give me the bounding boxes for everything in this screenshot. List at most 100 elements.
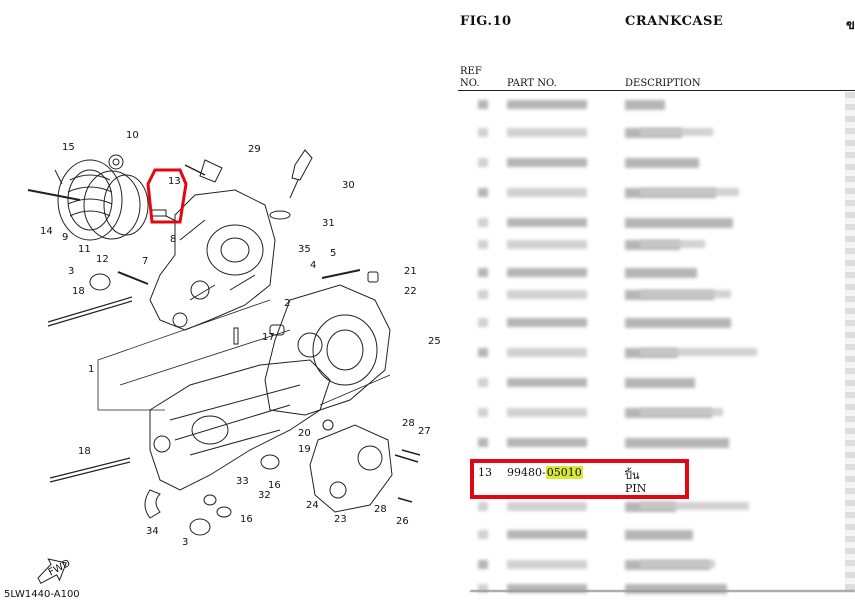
- callout-5: 5: [330, 248, 336, 259]
- obscured-cell: [640, 290, 731, 298]
- callout-34: 34: [146, 526, 159, 537]
- callout-22: 22: [404, 286, 417, 297]
- obscured-cell: [507, 408, 587, 417]
- obscured-cell: [640, 408, 723, 416]
- obscured-cell: [507, 560, 587, 569]
- obscured-cell: [478, 408, 488, 417]
- callout-3: 3: [68, 266, 74, 277]
- obscured-cell: [507, 584, 587, 593]
- obscured-cell: [640, 560, 715, 568]
- obscured-cell: [478, 290, 488, 299]
- callout-21: 21: [404, 266, 417, 277]
- callout-18: 18: [78, 446, 91, 457]
- obscured-cell: [478, 188, 488, 197]
- obscured-cell: [478, 268, 488, 277]
- obscured-cell: [507, 318, 587, 327]
- obscured-cell: [625, 158, 699, 168]
- exploded-parts-diagram: FWD 5LW1440-A100 12334578910111213141516…: [4, 130, 440, 600]
- obscured-cell: [640, 188, 739, 196]
- row-desc-en: PIN: [625, 482, 647, 495]
- callout-27: 27: [418, 426, 431, 437]
- corner-mark: ข: [846, 18, 855, 33]
- callout-1: 1: [88, 364, 94, 375]
- bottom-rule: [470, 590, 855, 592]
- obscured-cell: [478, 218, 488, 227]
- obscured-cell: [625, 378, 695, 388]
- crankcase-half: [149, 189, 276, 331]
- gasket-ring: [83, 170, 141, 240]
- callout-28: 28: [402, 418, 415, 429]
- callout-15: 15: [62, 142, 75, 153]
- callout-17: 17: [262, 332, 275, 343]
- obscured-cell: [625, 218, 733, 228]
- callout-11: 11: [78, 244, 91, 255]
- callout-3: 3: [182, 537, 188, 548]
- obscured-cell: [625, 268, 697, 278]
- obscured-cell: [478, 378, 488, 387]
- bearing: [89, 273, 111, 291]
- part-suffix-highlight: 05010: [545, 466, 583, 479]
- callout-31: 31: [322, 218, 335, 229]
- obscured-cell: [625, 530, 693, 540]
- col-ref-line2: NO.: [460, 78, 480, 89]
- callout-16: 16: [240, 514, 253, 525]
- callout-2: 2: [284, 298, 290, 309]
- obscured-cell: [507, 290, 587, 299]
- obscured-cell: [478, 348, 488, 357]
- row-part-number: 99480-05010: [507, 466, 583, 479]
- diagram-code: 5LW1440-A100: [4, 589, 80, 600]
- fig-number: FIG.10: [460, 14, 512, 29]
- blurred-margin-strip: [845, 92, 855, 592]
- obscured-cell: [507, 128, 587, 137]
- obscured-cell: [478, 318, 488, 327]
- row-desc-thai: ปิ้น: [625, 469, 640, 482]
- obscured-cell: [478, 560, 488, 569]
- callout-28: 28: [374, 504, 387, 515]
- callout-8: 8: [170, 234, 176, 245]
- header-rule: [458, 90, 855, 91]
- callout-13: 13: [168, 176, 181, 187]
- obscured-cell: [507, 502, 587, 511]
- callout-18: 18: [72, 286, 85, 297]
- obscured-cell: [507, 240, 587, 249]
- obscured-cell: [507, 100, 587, 109]
- obscured-cell: [507, 218, 587, 227]
- callout-16: 16: [268, 480, 281, 491]
- callout-10: 10: [126, 130, 139, 141]
- obscured-cell: [625, 438, 729, 448]
- pin-part: [151, 209, 167, 217]
- obscured-cell: [640, 348, 757, 356]
- highlight-outline-13: [146, 168, 188, 224]
- obscured-cell: [478, 438, 488, 447]
- oil-seal: [108, 154, 124, 170]
- obscured-cell: [640, 240, 705, 248]
- callout-19: 19: [298, 444, 311, 455]
- obscured-cell: [625, 100, 665, 110]
- callout-12: 12: [96, 254, 109, 265]
- row-ref: 13: [478, 466, 492, 479]
- obscured-cell: [478, 128, 488, 137]
- callout-25: 25: [428, 336, 440, 347]
- callout-35: 35: [298, 244, 311, 255]
- callout-20: 20: [298, 428, 311, 439]
- obscured-cell: [507, 348, 587, 357]
- section-title: CRANKCASE: [625, 14, 724, 29]
- obscured-cell: [507, 378, 587, 387]
- callout-30: 30: [342, 180, 355, 191]
- callout-24: 24: [306, 500, 319, 511]
- obscured-cell: [507, 188, 587, 197]
- obscured-cell: [478, 240, 488, 249]
- obscured-cell: [478, 158, 488, 167]
- callout-23: 23: [334, 514, 347, 525]
- col-description: DESCRIPTION: [625, 78, 701, 89]
- fwd-arrow: FWD: [37, 558, 73, 584]
- obscured-cell: [625, 318, 731, 328]
- row-highlight-box: [470, 459, 689, 499]
- callout-33: 33: [236, 476, 249, 487]
- crankcase-main: [149, 359, 331, 491]
- obscured-cell: [625, 584, 727, 594]
- cover-plate: [103, 174, 149, 236]
- part-prefix: 99480-: [507, 466, 546, 479]
- flywheel-cover: [57, 159, 123, 241]
- obscured-cell: [507, 268, 587, 277]
